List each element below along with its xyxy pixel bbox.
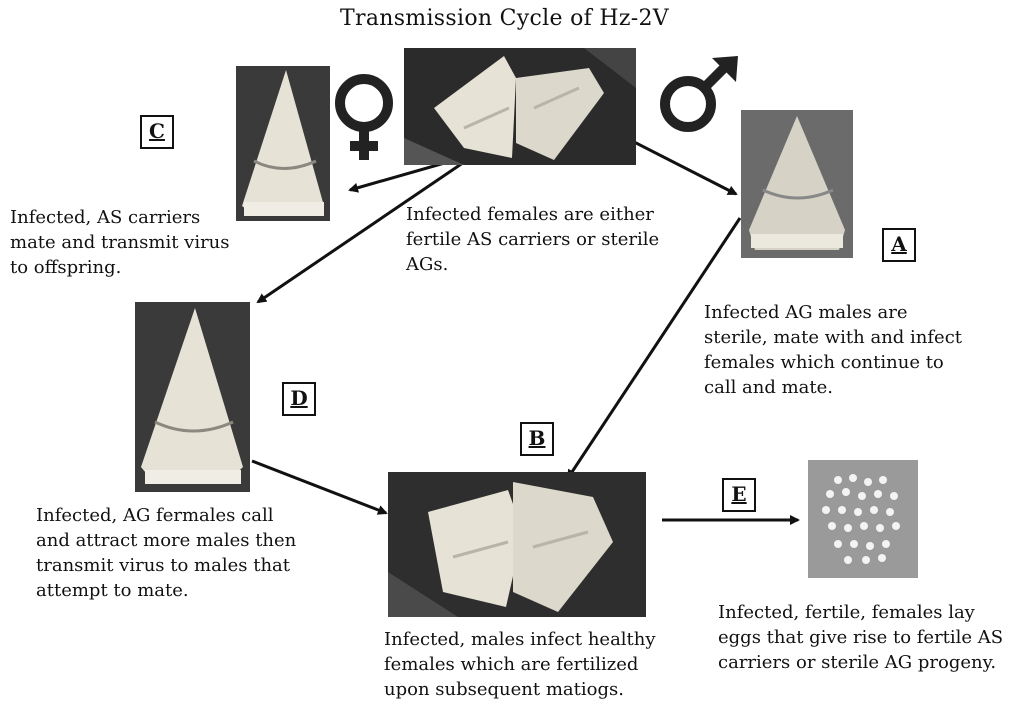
caption-B: Infected, males infect healthy females w…: [384, 627, 656, 702]
caption-line: eggs that give rise to fertile AS: [718, 625, 1003, 650]
mating-pair-photo-top: [404, 48, 636, 165]
caption-line: females which continue to: [704, 350, 962, 375]
caption-line: call and mate.: [704, 375, 962, 400]
caption-line: carriers or sterile AG progeny.: [718, 650, 1003, 675]
label-box-D: D: [282, 382, 316, 416]
caption-line: to offspring.: [10, 255, 230, 280]
caption-D: Infected, AG fermales call and attract m…: [36, 503, 296, 603]
caption-line: fertile AS carriers or sterile: [406, 227, 659, 252]
female-moth-photo-D: [135, 302, 250, 492]
caption-line: Infected, males infect healthy: [384, 627, 656, 652]
label-box-A: A: [882, 228, 916, 262]
caption-line: upon subsequent matiogs.: [384, 677, 656, 702]
caption-E: Infected, fertile, females lay eggs that…: [718, 600, 1003, 675]
mating-pair-photo-B: [388, 472, 646, 617]
caption-line: and attract more males then: [36, 528, 296, 553]
female-moth-photo-C: [236, 66, 330, 221]
caption-line: Infected, fertile, females lay: [718, 600, 1003, 625]
caption-top: Infected females are either fertile AS c…: [406, 202, 659, 277]
caption-line: sterile, mate with and infect: [704, 325, 962, 350]
caption-line: Infected, AS carriers: [10, 205, 230, 230]
caption-line: Infected, AG fermales call: [36, 503, 296, 528]
eggs-photo-E: [808, 460, 918, 578]
caption-A: Infected AG males are sterile, mate with…: [704, 300, 962, 400]
label-box-C: C: [140, 115, 174, 149]
caption-line: females which are fertilized: [384, 652, 656, 677]
female-symbol-icon: [328, 70, 403, 162]
caption-line: AGs.: [406, 252, 659, 277]
label-box-E: E: [722, 478, 756, 512]
caption-line: mate and transmit virus: [10, 230, 230, 255]
male-moth-photo-A: [741, 110, 853, 258]
label-box-B: B: [520, 422, 554, 456]
caption-line: Infected AG males are: [704, 300, 962, 325]
caption-line: transmit virus to males that: [36, 553, 296, 578]
caption-C: Infected, AS carriers mate and transmit …: [10, 205, 230, 280]
caption-line: attempt to mate.: [36, 578, 296, 603]
male-symbol-icon: [658, 54, 742, 136]
caption-line: Infected females are either: [406, 202, 659, 227]
